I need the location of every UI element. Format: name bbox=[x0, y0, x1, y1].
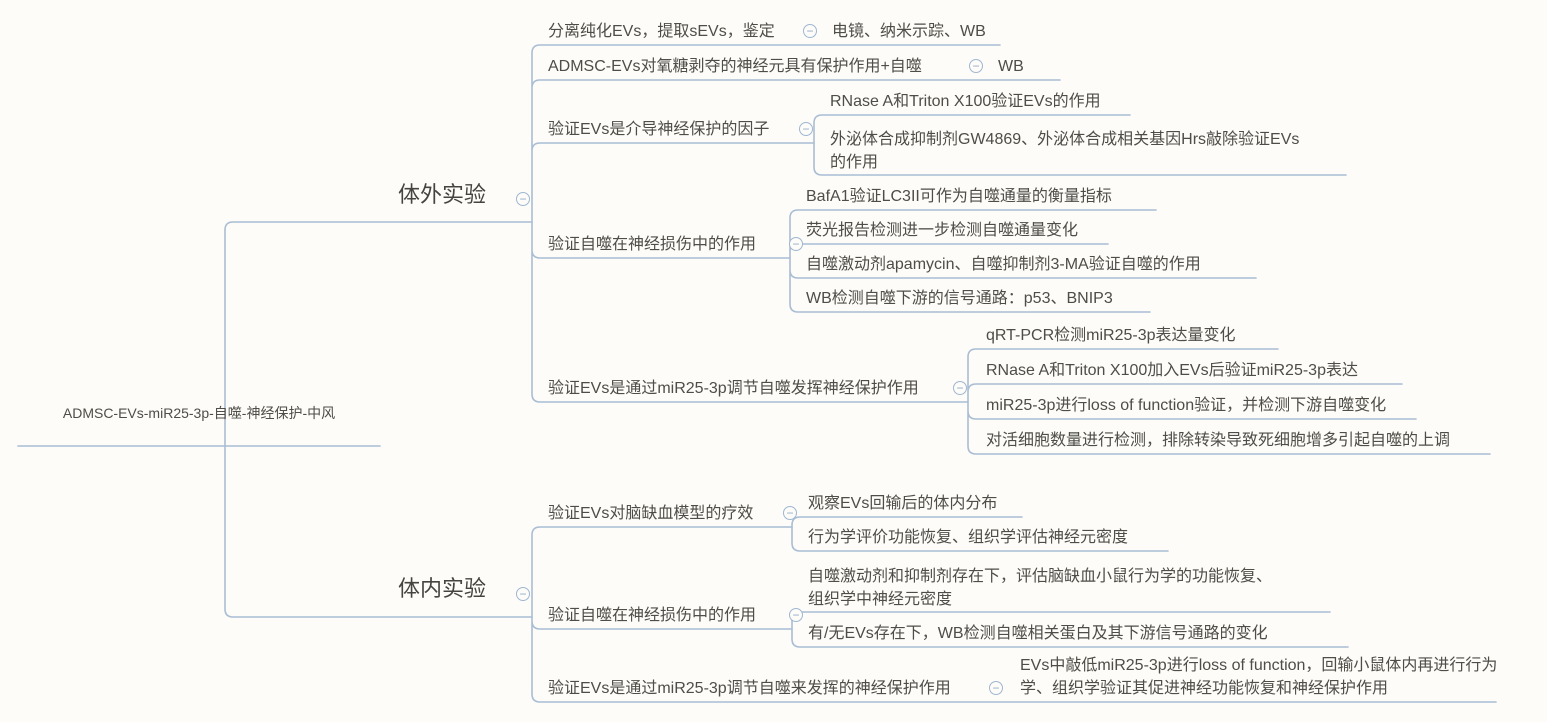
collapse-icon[interactable]: − bbox=[789, 608, 803, 622]
node-evs-biodistribution[interactable]: 观察EVs回输后的体内分布 bbox=[808, 495, 998, 512]
node-wb-p53-bnip3[interactable]: WB检测自噬下游的信号通路：p53、BNIP3 bbox=[806, 290, 1113, 307]
node-wb-autophagy-proteins[interactable]: 有/无EVs存在下，WB检测自噬相关蛋白及其下游信号通路的变化 bbox=[808, 625, 1268, 642]
collapse-icon[interactable]: − bbox=[783, 506, 797, 520]
collapse-icon[interactable]: − bbox=[953, 381, 967, 395]
node-mir25-loss-of-function[interactable]: miR25-3p进行loss of function验证，并检测下游自噬变化 bbox=[986, 397, 1387, 414]
node-mir25-knockdown-in-vivo[interactable]: EVs中敲低miR25-3p进行loss of function，回输小鼠体内再… bbox=[1020, 657, 1498, 697]
node-wb[interactable]: WB bbox=[998, 58, 1024, 75]
node-rnase-triton-evs[interactable]: RNase A和Triton X100验证EVs的作用 bbox=[830, 93, 1101, 110]
root-node[interactable]: ADMSC-EVs-miR25-3p-自噬-神经保护-中风 bbox=[62, 405, 336, 421]
node-rnase-triton-mir25[interactable]: RNase A和Triton X100加入EVs后验证miR25-3p表达 bbox=[986, 362, 1358, 379]
connector-neuroprotection-factor-children bbox=[813, 114, 1347, 176]
collapse-icon[interactable]: − bbox=[969, 59, 983, 73]
branch-in-vitro[interactable]: 体外实验 bbox=[398, 182, 487, 207]
node-apamycin-3ma[interactable]: 自噬激动剂apamycin、自噬抑制剂3-MA验证自噬的作用 bbox=[806, 256, 1201, 273]
node-gw4869-hrs-knockout[interactable]: 外泌体合成抑制剂GW4869、外泌体合成相关基因Hrs敲除验证EVs的作用 bbox=[830, 131, 1300, 171]
connector-efficacy-children bbox=[791, 516, 1169, 552]
node-autophagy-in-injury-vitro[interactable]: 验证自噬在神经损伤中的作用 bbox=[548, 236, 757, 253]
collapse-icon[interactable]: − bbox=[799, 122, 813, 136]
node-live-cell-count[interactable]: 对活细胞数量进行检测，排除转染导致死细胞增多引起自噬的上调 bbox=[986, 432, 1451, 449]
collapse-icon[interactable]: − bbox=[803, 24, 817, 38]
node-behavior-histology[interactable]: 行为学评价功能恢复、组织学评估神经元密度 bbox=[808, 529, 1129, 546]
node-mir25-autophagy-vivo[interactable]: 验证EVs是通过miR25-3p调节自噬来发挥的神经保护作用 bbox=[548, 680, 951, 697]
connector-mir25-vitro-children bbox=[967, 348, 1491, 455]
node-ogd-protection[interactable]: ADMSC-EVs对氧糖剥夺的神经元具有保护作用+自噬 bbox=[548, 58, 922, 75]
node-mir25-autophagy-vitro[interactable]: 验证EVs是通过miR25-3p调节自噬发挥神经保护作用 bbox=[548, 380, 919, 397]
collapse-icon[interactable]: − bbox=[516, 192, 530, 206]
node-agonist-inhibitor-mice[interactable]: 自噬激动剂和抑制剂存在下，评估脑缺血小鼠行为学的功能恢复、组织学中神经元密度 bbox=[808, 568, 1273, 608]
collapse-icon[interactable]: − bbox=[789, 237, 803, 251]
node-evs-mediate-neuroprotection[interactable]: 验证EVs是介导神经保护的因子 bbox=[548, 121, 770, 138]
node-bafa1-lc3ii[interactable]: BafA1验证LC3II可作为自噬通量的衡量指标 bbox=[806, 188, 1112, 205]
node-fluorescent-reporter[interactable]: 荧光报告检测进一步检测自噬通量变化 bbox=[806, 222, 1079, 239]
connector-in-vivo bbox=[531, 526, 1497, 703]
node-em-nta-wb[interactable]: 电镜、纳米示踪、WB bbox=[832, 23, 986, 40]
collapse-icon[interactable]: − bbox=[516, 587, 530, 601]
collapse-icon[interactable]: − bbox=[989, 681, 1003, 695]
node-evs-ischemia-efficacy[interactable]: 验证EVs对脑缺血模型的疗效 bbox=[548, 505, 754, 522]
node-isolate-purify-evs[interactable]: 分离纯化EVs，提取sEVs，鉴定 bbox=[548, 23, 775, 40]
connector-in-vitro bbox=[531, 44, 1061, 403]
node-qrtpcr-mir25[interactable]: qRT-PCR检测miR25-3p表达量变化 bbox=[986, 327, 1236, 344]
connector-root bbox=[17, 221, 533, 618]
node-autophagy-in-injury-vivo[interactable]: 验证自噬在神经损伤中的作用 bbox=[548, 607, 757, 624]
branch-in-vivo[interactable]: 体内实验 bbox=[398, 576, 487, 601]
